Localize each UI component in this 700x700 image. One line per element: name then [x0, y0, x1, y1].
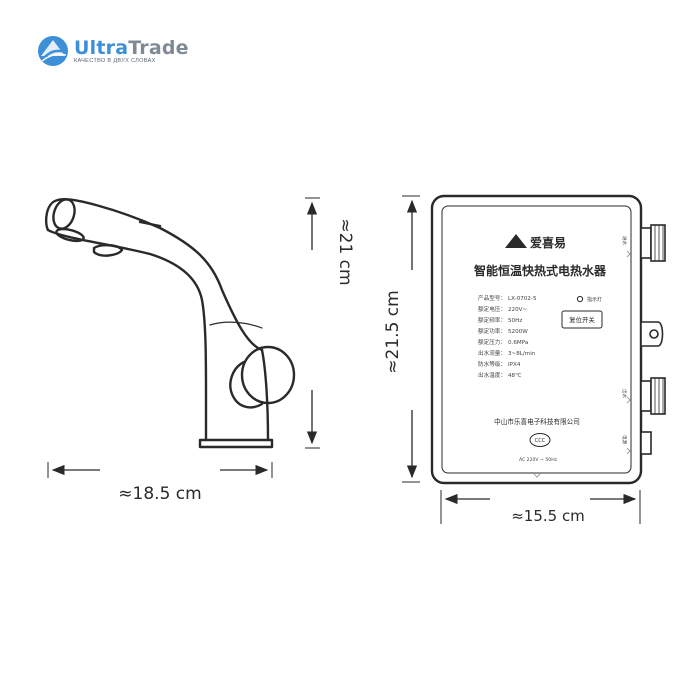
spec-value-1: 220V~ — [508, 307, 528, 313]
spec-value-5: 3~8L/min — [508, 351, 536, 357]
faucet-height-dimension — [305, 197, 320, 449]
heater-height-label: ≈21.5 cm — [383, 290, 403, 373]
brand-tagline: КАЧЕСТВО В ДВУХ СЛОВАХ — [74, 58, 156, 64]
brand-name-part2: Trade — [128, 37, 189, 59]
heater-width-label: ≈15.5 cm — [511, 507, 585, 525]
reset-switch-button[interactable] — [561, 310, 603, 329]
spec-label-3: 额定功率： — [478, 327, 506, 335]
heater-brand-name: 爱喜易 — [530, 235, 566, 250]
heater-spec-table: 产品型号： LX-0702-5 额定电压： 220V~ 额定频率： 50Hz 额… — [478, 294, 537, 379]
spec-label-4: 额定压力： — [478, 338, 506, 346]
brand-logo-block: UltraTrade КАЧЕСТВО В ДВУХ СЛОВАХ — [36, 34, 196, 74]
spec-label-5: 出水流量： — [478, 349, 506, 357]
side-label-outlet: 出水 — [621, 389, 628, 399]
faucet-drawing — [44, 198, 296, 449]
brand-name: UltraTrade — [74, 37, 189, 59]
spec-value-4: 0.6MPa — [508, 340, 528, 346]
heater-title: 智能恒温快热式电热水器 — [473, 263, 607, 278]
spec-value-2: 50Hz — [508, 318, 522, 324]
spec-label-2: 额定频率： — [478, 316, 506, 324]
indicator-label: 指示灯 — [587, 296, 602, 303]
spec-label-7: 出水温度： — [478, 371, 506, 379]
side-label-inlet: 进水 — [621, 236, 628, 246]
heater-power-label: AC 220V ~ 50Hz — [519, 457, 558, 463]
heater-drawing — [430, 194, 666, 485]
indicator-light-icon — [576, 295, 584, 303]
spec-value-7: 48℃ — [508, 372, 521, 379]
faucet-height-label: ≈21 cm — [335, 218, 355, 285]
ccc-mark-text: CCC — [535, 438, 546, 444]
side-label-power: 电源 — [621, 435, 628, 445]
faucet-width-dimension — [47, 462, 273, 478]
spec-label-1: 额定电压： — [478, 305, 506, 313]
spec-label-6: 防水等级： — [478, 360, 506, 368]
spec-value-6: IPX4 — [508, 362, 521, 368]
ultratrade-logo-icon — [38, 36, 68, 66]
faucet-width-label: ≈18.5 cm — [118, 484, 201, 504]
heater-brand-mountain-icon — [505, 234, 527, 248]
heater-height-dimension — [402, 195, 420, 483]
spec-value-3: 5200W — [508, 329, 528, 335]
heater-width-dimension — [440, 490, 641, 524]
heater-company: 中山市乐喜电子科技有限公司 — [494, 417, 580, 426]
spec-label-0: 产品型号： — [478, 294, 506, 302]
ccc-mark-icon: CCC — [529, 433, 551, 447]
brand-name-part1: Ultra — [74, 37, 129, 59]
spec-value-0: LX-0702-5 — [508, 296, 537, 302]
reset-switch-label: 复位开关 — [569, 315, 595, 324]
